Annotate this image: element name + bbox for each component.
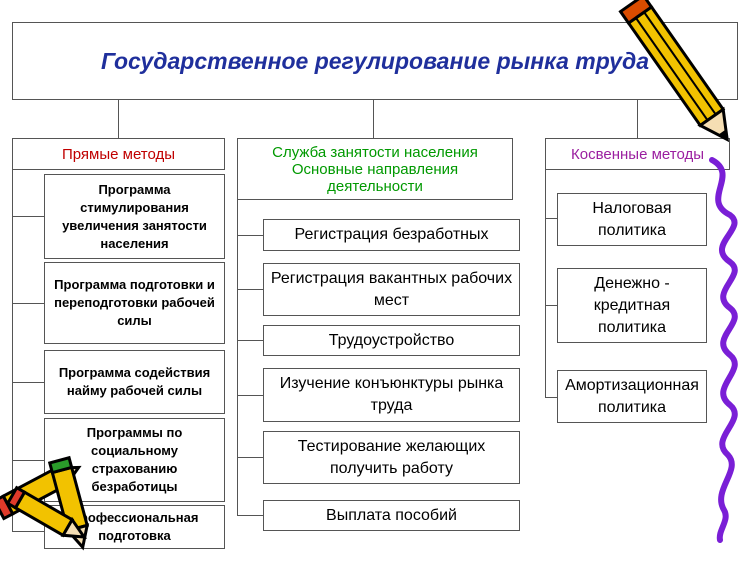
middle-item-label: Регистрация вакантных рабочих мест <box>270 269 513 309</box>
tick <box>237 457 263 458</box>
title-box: Государственное регулирование рынка труд… <box>12 22 738 100</box>
middle-item: Трудоустройство <box>263 325 520 356</box>
pencil-icon <box>5 485 88 539</box>
connector <box>118 100 119 138</box>
middle-header-label: Служба занятости населения Основные напр… <box>272 143 478 195</box>
left-item: Программа содействия найму рабочей силы <box>44 350 225 414</box>
pencil-icon <box>618 0 730 143</box>
tick <box>237 395 263 396</box>
right-spine <box>545 170 546 398</box>
right-item-label: Денежно - кредитная политика <box>593 274 671 336</box>
connector <box>373 100 374 138</box>
left-item-label: Программы по социальному страхованию без… <box>86 425 183 494</box>
right-header: Косвенные методы <box>545 138 730 170</box>
middle-item-label: Трудоустройство <box>328 331 455 349</box>
tick <box>237 235 263 236</box>
left-item: Программа подготовки и переподготовки ра… <box>44 262 225 344</box>
tick <box>237 515 263 516</box>
left-header-label: Прямые методы <box>61 145 176 163</box>
middle-item-label: Выплата пособий <box>326 506 457 524</box>
squiggle-line <box>709 157 738 543</box>
left-header: Прямые методы <box>12 138 225 170</box>
tick <box>545 397 557 398</box>
connector <box>637 100 638 138</box>
diagram-title: Государственное регулирование рынка труд… <box>100 47 649 74</box>
tick <box>545 218 557 219</box>
right-item-label: Амортизационная политика <box>565 376 699 416</box>
tick <box>237 340 263 341</box>
middle-item: Регистрация вакантных рабочих мест <box>263 263 520 316</box>
tick <box>12 216 44 217</box>
right-item: Амортизационная политика <box>557 370 707 423</box>
right-item: Денежно - кредитная политика <box>557 268 707 343</box>
middle-item: Изучение конъюнктуры рынка труда <box>263 368 520 422</box>
left-item-label: Профессиональная подготовка <box>70 510 199 543</box>
tick <box>12 382 44 383</box>
left-item: Программа стимулирования увеличения заня… <box>44 174 225 259</box>
right-item-label: Налоговая политика <box>592 199 672 239</box>
middle-header: Служба занятости населения Основные напр… <box>237 138 513 200</box>
tick <box>12 531 44 532</box>
tick <box>12 460 44 461</box>
tick <box>237 289 263 290</box>
middle-item-label: Регистрация безработных <box>294 226 489 243</box>
tick <box>12 303 44 304</box>
right-item: Налоговая политика <box>557 193 707 246</box>
middle-item-label: Изучение конъюнктуры рынка труда <box>279 375 504 414</box>
middle-item-label: Тестирование желающих получить работу <box>297 437 486 477</box>
middle-spine <box>237 200 238 516</box>
middle-item: Регистрация безработных <box>263 219 520 251</box>
left-item-label: Программа содействия найму рабочей силы <box>58 365 211 398</box>
left-item-label: Программа подготовки и переподготовки ра… <box>54 277 215 328</box>
left-spine <box>12 170 13 532</box>
left-item-label: Программа стимулирования увеличения заня… <box>62 181 207 251</box>
middle-item: Выплата пособий <box>263 500 520 531</box>
middle-item: Тестирование желающих получить работу <box>263 431 520 484</box>
right-header-label: Косвенные методы <box>571 145 704 163</box>
tick <box>545 305 557 306</box>
